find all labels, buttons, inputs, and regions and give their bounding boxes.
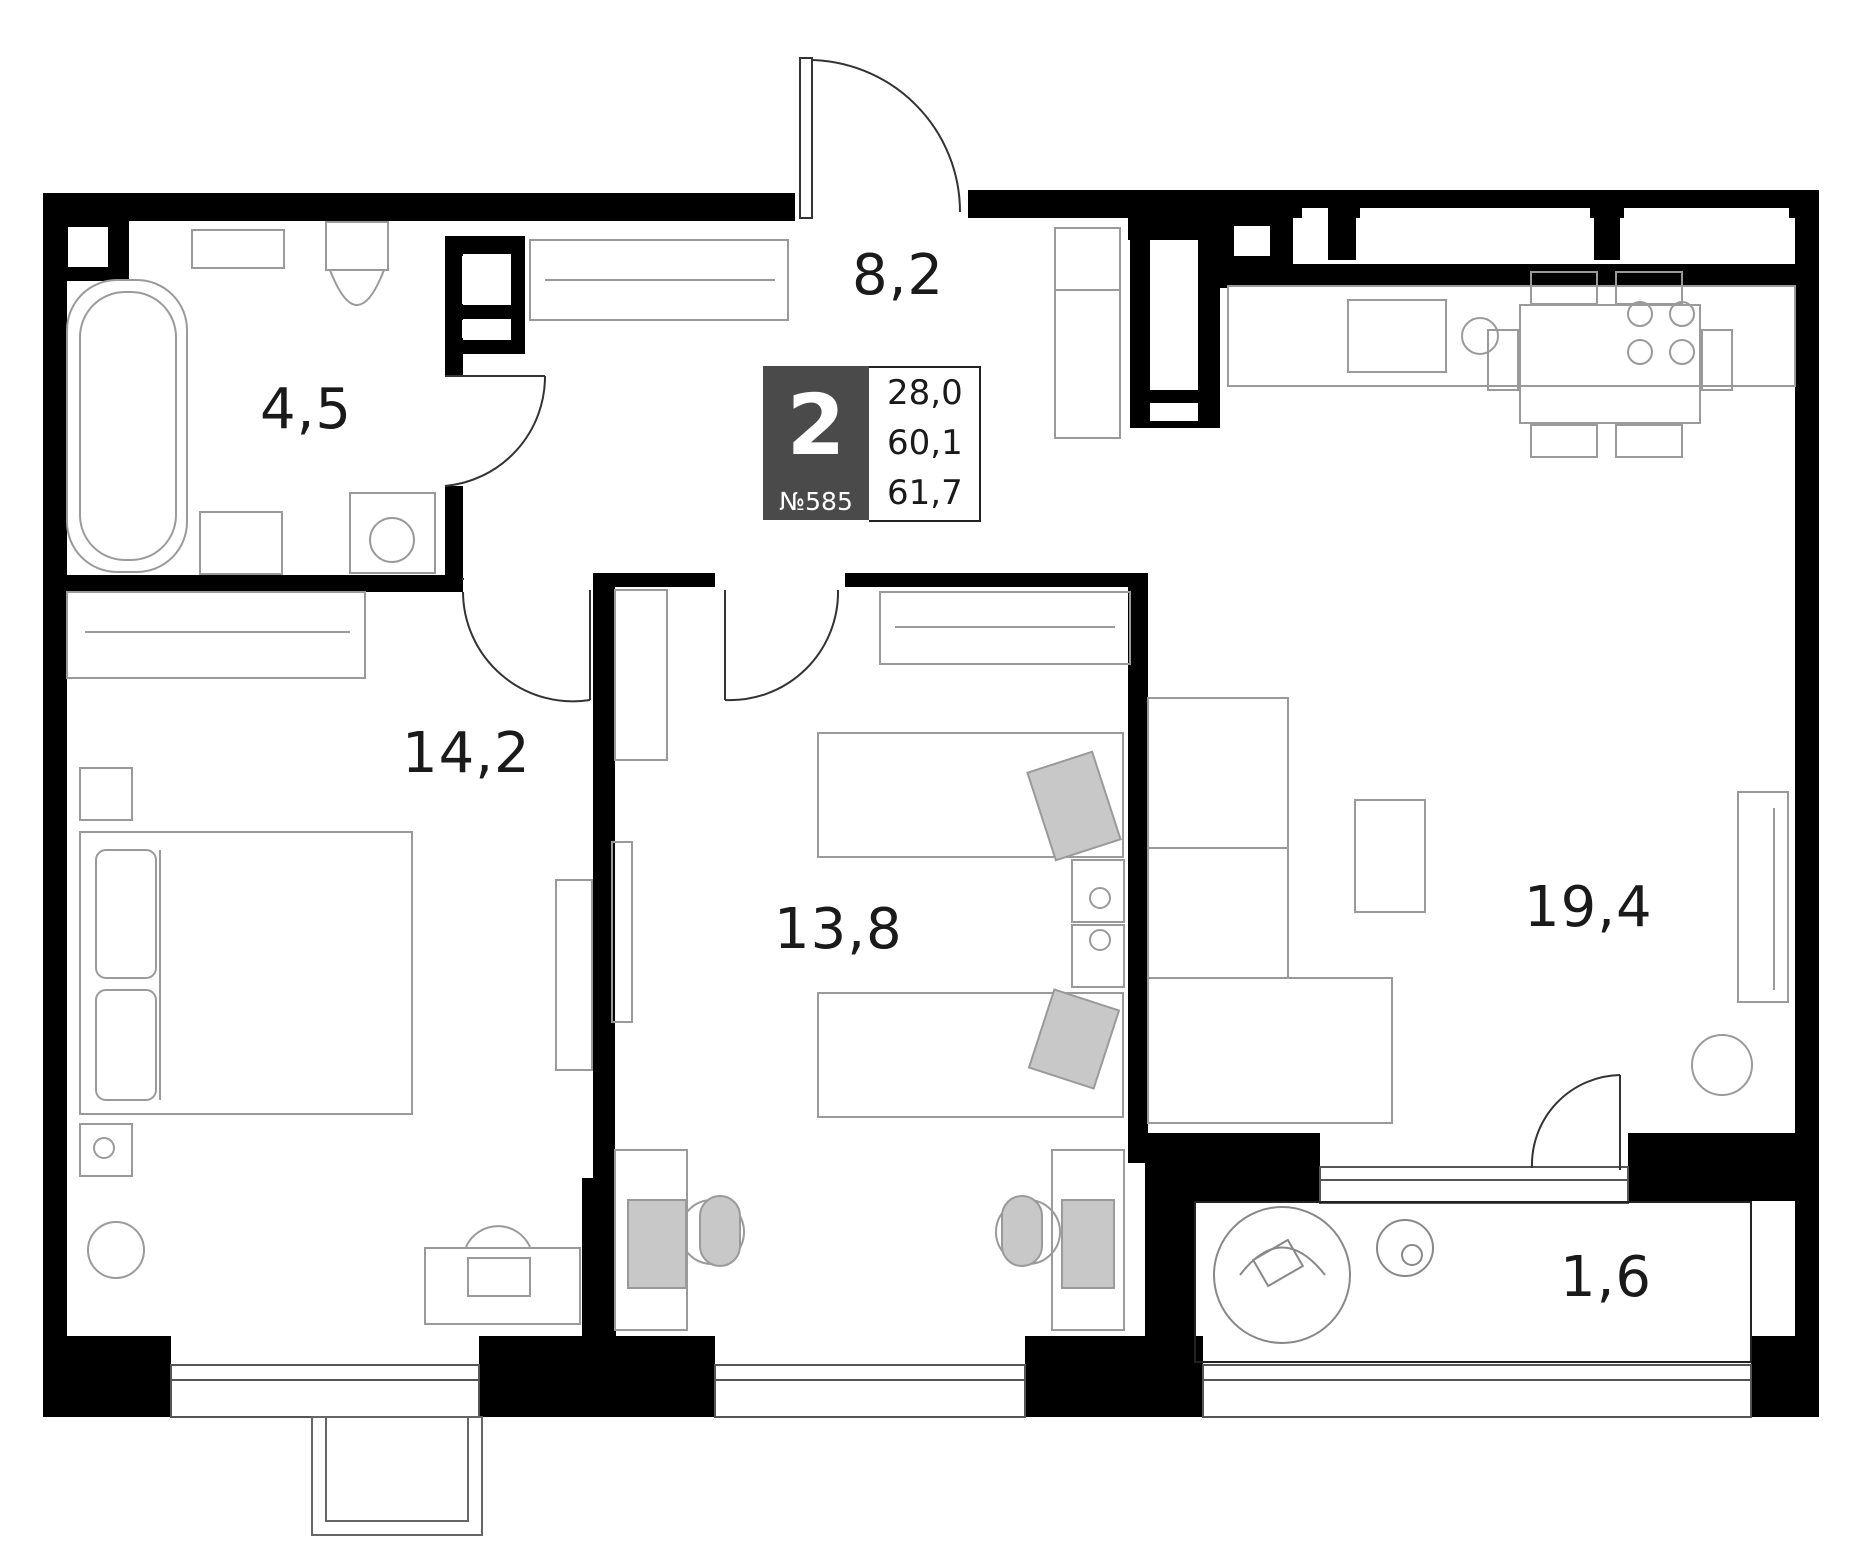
kids-room-area-label: 13,8 bbox=[774, 897, 903, 962]
windows bbox=[170, 1166, 1752, 1418]
living-kitchen-area-label: 19,4 bbox=[1524, 875, 1653, 940]
flat-info-badge: 2 №585 28,0 60,1 61,7 bbox=[763, 366, 981, 522]
bathroom-area-label: 4,5 bbox=[260, 377, 353, 442]
walls bbox=[43, 190, 1819, 1417]
area-values: 28,0 60,1 61,7 bbox=[869, 366, 981, 522]
wall-openings bbox=[68, 208, 1789, 421]
doors bbox=[444, 57, 1621, 1170]
lower-balcony bbox=[311, 1416, 483, 1536]
balcony bbox=[1194, 1201, 1752, 1363]
total-area-value: 60,1 bbox=[887, 423, 963, 463]
balcony-area-label: 1,6 bbox=[1560, 1245, 1653, 1310]
hall-area-label: 8,2 bbox=[852, 243, 945, 308]
living-area-value: 28,0 bbox=[887, 373, 963, 413]
flat-number: №585 bbox=[763, 484, 869, 520]
furniture-fills bbox=[627, 750, 1122, 1289]
bedroom-area-label: 14,2 bbox=[402, 721, 531, 786]
full-area-value: 61,7 bbox=[887, 473, 963, 513]
furniture bbox=[66, 221, 1796, 1331]
rooms-count: 2 bbox=[763, 366, 869, 484]
